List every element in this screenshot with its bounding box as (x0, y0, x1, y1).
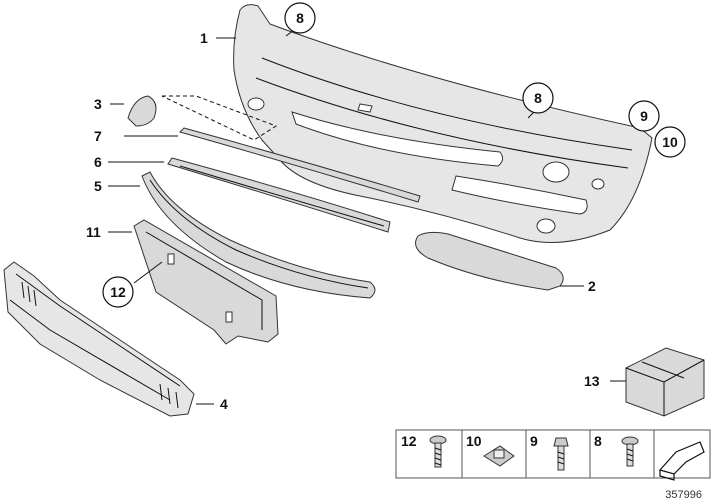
svg-text:8: 8 (534, 90, 542, 106)
callout-13: 13 (584, 373, 600, 389)
fastener-legend: 12 10 9 8 (395, 429, 711, 481)
lower-trim-strip (141, 171, 376, 299)
callout-1: 1 (200, 30, 208, 46)
svg-text:10: 10 (662, 134, 678, 150)
screw-8-icon (621, 436, 639, 467)
side-trim-piece (415, 231, 564, 291)
legend-label-12: 12 (401, 433, 417, 449)
upper-trim-strip (179, 127, 421, 203)
screw-9-icon (553, 437, 569, 471)
accessory-box (625, 347, 705, 417)
callout-7: 7 (94, 128, 102, 144)
image-number: 357996 (665, 489, 702, 501)
callout-3: 3 (94, 96, 102, 112)
middle-trim-strip (167, 157, 391, 233)
callout-12: 12 (102, 276, 134, 308)
svg-text:12: 12 (110, 284, 126, 300)
tow-eye-cap (127, 95, 157, 127)
lower-grille (3, 261, 195, 417)
callout-11: 11 (86, 224, 101, 240)
front-bumper-shell (233, 4, 653, 243)
legend-label-9: 9 (530, 433, 538, 449)
legend-label-8: 8 (594, 433, 602, 449)
callout-10: 10 (654, 126, 686, 158)
callout-6: 6 (94, 154, 102, 170)
license-plate-base (133, 219, 279, 345)
callout-5: 5 (94, 178, 102, 194)
leader-lines (108, 29, 626, 405)
part-3-dashed-leader (161, 95, 278, 141)
screw-12-icon (429, 435, 447, 468)
svg-text:8: 8 (296, 10, 304, 26)
svg-text:9: 9 (640, 108, 648, 124)
direction-arrow-icon (658, 441, 705, 481)
legend-label-10: 10 (466, 433, 482, 449)
callout-4: 4 (220, 396, 228, 412)
callout-8-right: 8 (522, 82, 554, 114)
legend-cell-8 (589, 429, 655, 479)
callout-2: 2 (588, 278, 596, 294)
clip-nut-10-icon (483, 445, 515, 467)
callout-8-top: 8 (284, 2, 316, 34)
callout-9: 9 (628, 100, 660, 132)
